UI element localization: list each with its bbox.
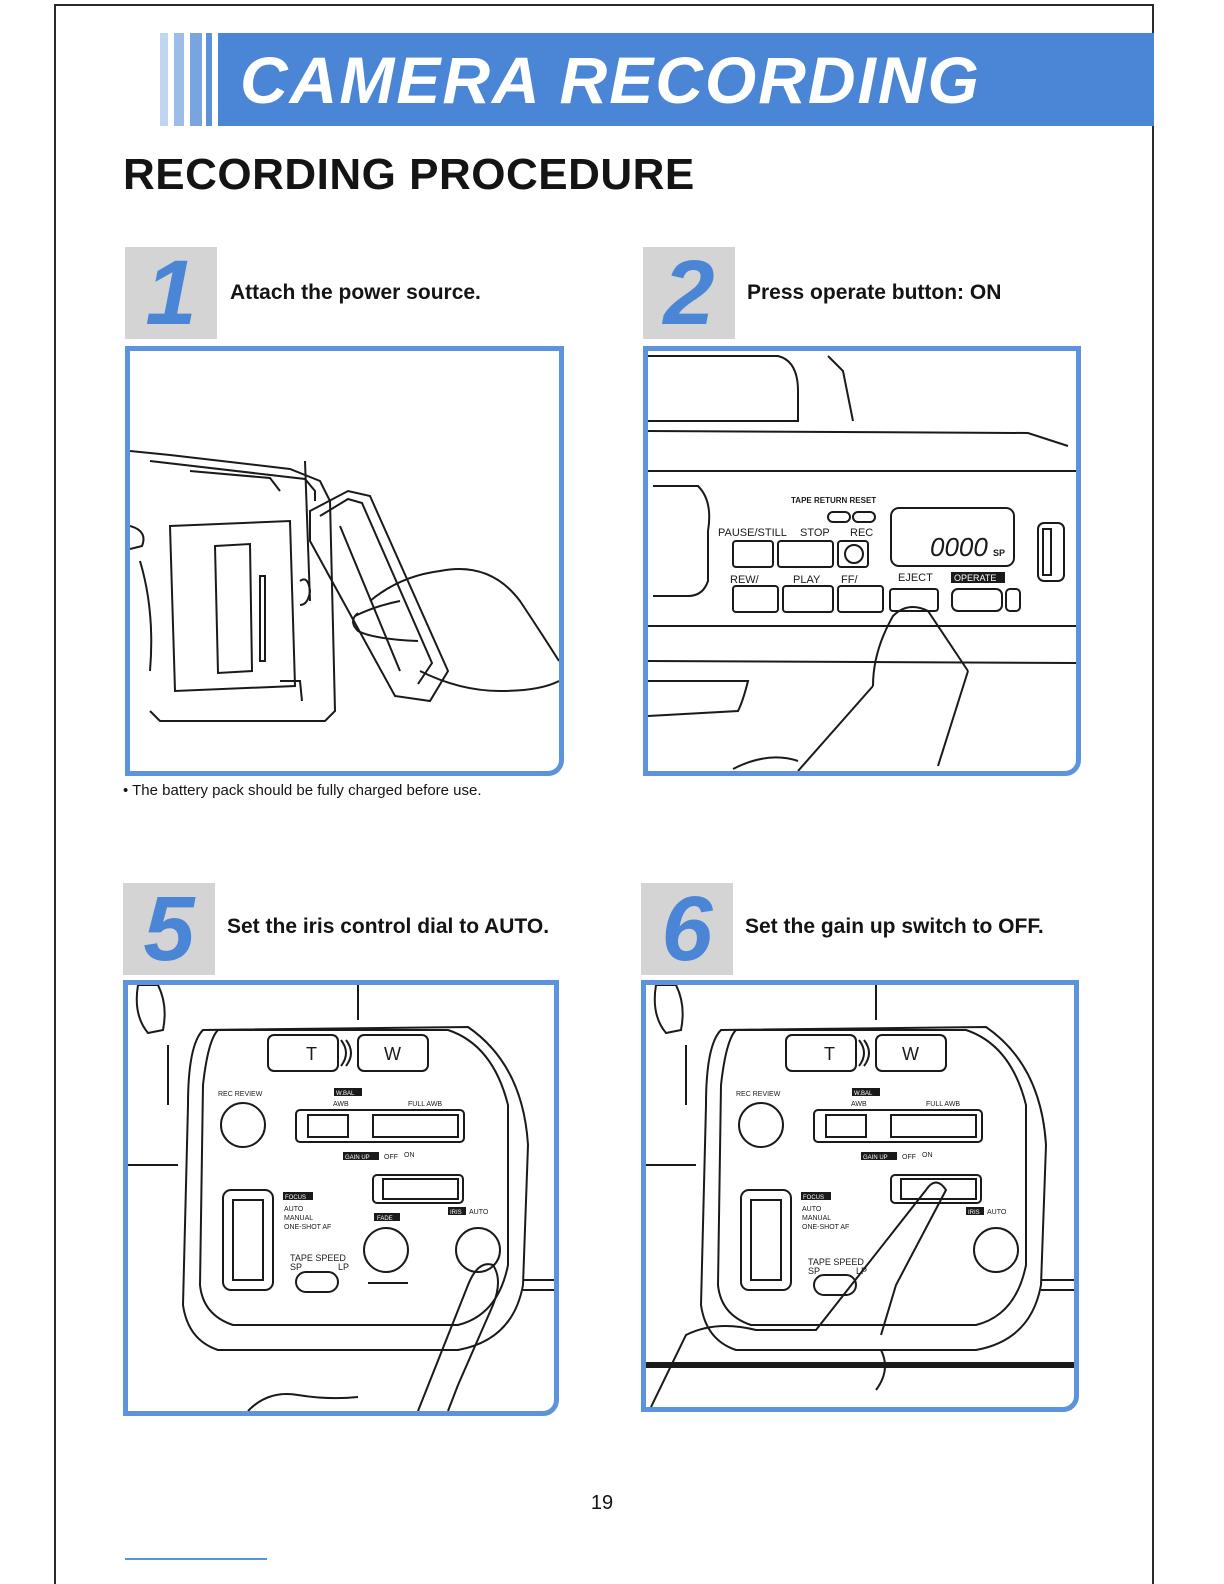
tape-speed-sp: SP <box>808 1266 820 1276</box>
tape-speed-lp: LP <box>338 1262 349 1272</box>
iris-auto-label: AUTO <box>469 1209 489 1216</box>
focus-label: FOCUS <box>285 1195 306 1201</box>
step-instruction: Set the gain up switch to OFF. <box>745 915 1044 938</box>
section-title: RECORDING PROCEDURE <box>123 150 695 199</box>
footnote-rule <box>125 1558 267 1560</box>
vcr-control-drawing: TAPE RETURN RESET PAUSE/STILL STOP REC R… <box>648 355 1076 771</box>
focus-manual-label: MANUAL <box>284 1215 313 1222</box>
step-instruction: Attach the power source. <box>230 281 481 304</box>
vcr-label-rew: REW/ <box>730 574 760 586</box>
full-awb-label: FULL AWB <box>926 1101 960 1108</box>
vcr-speed: SP <box>993 548 1005 558</box>
gain-on-label: ON <box>404 1152 415 1159</box>
illustration-operate-button: TAPE RETURN RESET PAUSE/STILL STOP REC R… <box>643 346 1081 776</box>
gain-up-label: GAIN UP <box>345 1155 370 1161</box>
wbal-label-bg <box>852 1088 880 1096</box>
iris-auto-label: AUTO <box>987 1209 1007 1216</box>
camera-panel-drawing-gain: T W REC REVIEW W.BAL AWB FULL AWB GAIN U… <box>646 985 1074 1407</box>
vcr-label-tape-return: TAPE RETURN RESET <box>791 496 876 505</box>
page-border-right <box>1152 4 1154 1584</box>
step-number: 5 <box>143 883 195 975</box>
illustration-battery-attach <box>125 346 564 776</box>
zoom-w-label: W <box>902 1044 919 1064</box>
page-border-top <box>54 4 1154 6</box>
awb-label: AWB <box>333 1101 349 1108</box>
fade-label: FADE <box>377 1216 393 1222</box>
chapter-banner: CAMERA RECORDING <box>160 33 1154 126</box>
tape-speed-lp: LP <box>856 1266 867 1276</box>
banner-stripe <box>160 33 168 126</box>
iris-label-bg <box>966 1207 984 1215</box>
gain-on-label: ON <box>922 1152 933 1159</box>
tape-speed-label: TAPE SPEED <box>290 1253 346 1263</box>
iris-label: IRIS <box>450 1210 462 1216</box>
step-instruction: Press operate button: ON <box>747 281 1002 304</box>
battery-note: • The battery pack should be fully charg… <box>123 782 482 799</box>
zoom-t-label: T <box>306 1044 317 1064</box>
tape-speed-label: TAPE SPEED <box>808 1257 864 1267</box>
focus-label: FOCUS <box>803 1195 824 1201</box>
awb-label: AWB <box>851 1101 867 1108</box>
battery-attach-drawing <box>130 450 559 722</box>
full-awb-label: FULL AWB <box>408 1101 442 1108</box>
wbal-label: W.BAL <box>336 1091 355 1097</box>
camera-panel-drawing-iris: T W REC REVIEW W.BAL AWB FULL AWB GAIN U… <box>128 985 554 1411</box>
iris-label-bg <box>448 1207 466 1215</box>
vcr-label-eject: EJECT <box>898 572 933 584</box>
wbal-label-bg <box>334 1088 362 1096</box>
chapter-title: CAMERA RECORDING <box>240 43 981 117</box>
vcr-label-play: PLAY <box>793 574 821 586</box>
zoom-t-label: T <box>824 1044 835 1064</box>
page-border-left <box>54 4 56 1584</box>
step-number-badge: 6 <box>641 883 733 975</box>
vcr-label-pause: PAUSE/STILL <box>718 527 787 539</box>
step-number-badge: 1 <box>125 247 217 339</box>
gain-off-label: OFF <box>902 1154 916 1161</box>
page-number: 19 <box>590 1492 614 1514</box>
zoom-w-label: W <box>384 1044 401 1064</box>
focus-auto-label: AUTO <box>802 1206 822 1213</box>
rec-review-label: REC REVIEW <box>736 1091 781 1098</box>
step-number: 1 <box>145 247 197 339</box>
illustration-iris-dial: T W REC REVIEW W.BAL AWB FULL AWB GAIN U… <box>123 980 559 1416</box>
rec-review-label: REC REVIEW <box>218 1091 263 1098</box>
tape-speed-sp: SP <box>290 1262 302 1272</box>
step-number: 6 <box>661 883 713 975</box>
step-number-badge: 2 <box>643 247 735 339</box>
wbal-label: W.BAL <box>854 1091 873 1097</box>
vcr-label-operate: OPERATE <box>954 573 996 583</box>
vcr-label-ff: FF/ <box>841 574 858 586</box>
iris-label: IRIS <box>968 1210 980 1216</box>
gain-up-label-bg <box>343 1152 379 1160</box>
banner-bar <box>218 33 1154 126</box>
gain-up-label-bg <box>861 1152 897 1160</box>
step-number-badge: 5 <box>123 883 215 975</box>
vcr-label-rec: REC <box>850 527 873 539</box>
focus-label-bg <box>283 1192 313 1200</box>
fade-label-bg <box>374 1213 400 1221</box>
focus-one-shot-label: ONE-SHOT AF <box>802 1224 849 1231</box>
step-number: 2 <box>663 247 715 339</box>
banner-stripe <box>174 33 184 126</box>
vcr-counter: 0000 <box>930 532 988 562</box>
gain-up-label: GAIN UP <box>863 1155 888 1161</box>
operate-label-bg <box>951 572 1005 583</box>
illustration-gain-switch: T W REC REVIEW W.BAL AWB FULL AWB GAIN U… <box>641 980 1079 1412</box>
focus-auto-label: AUTO <box>284 1206 304 1213</box>
focus-manual-label: MANUAL <box>802 1215 831 1222</box>
focus-one-shot-label: ONE-SHOT AF <box>284 1224 331 1231</box>
vcr-label-stop: STOP <box>800 527 830 539</box>
step-instruction: Set the iris control dial to AUTO. <box>227 915 550 938</box>
focus-label-bg <box>801 1192 831 1200</box>
banner-stripe <box>190 33 202 126</box>
banner-stripe <box>206 33 212 126</box>
gain-off-label: OFF <box>384 1154 398 1161</box>
